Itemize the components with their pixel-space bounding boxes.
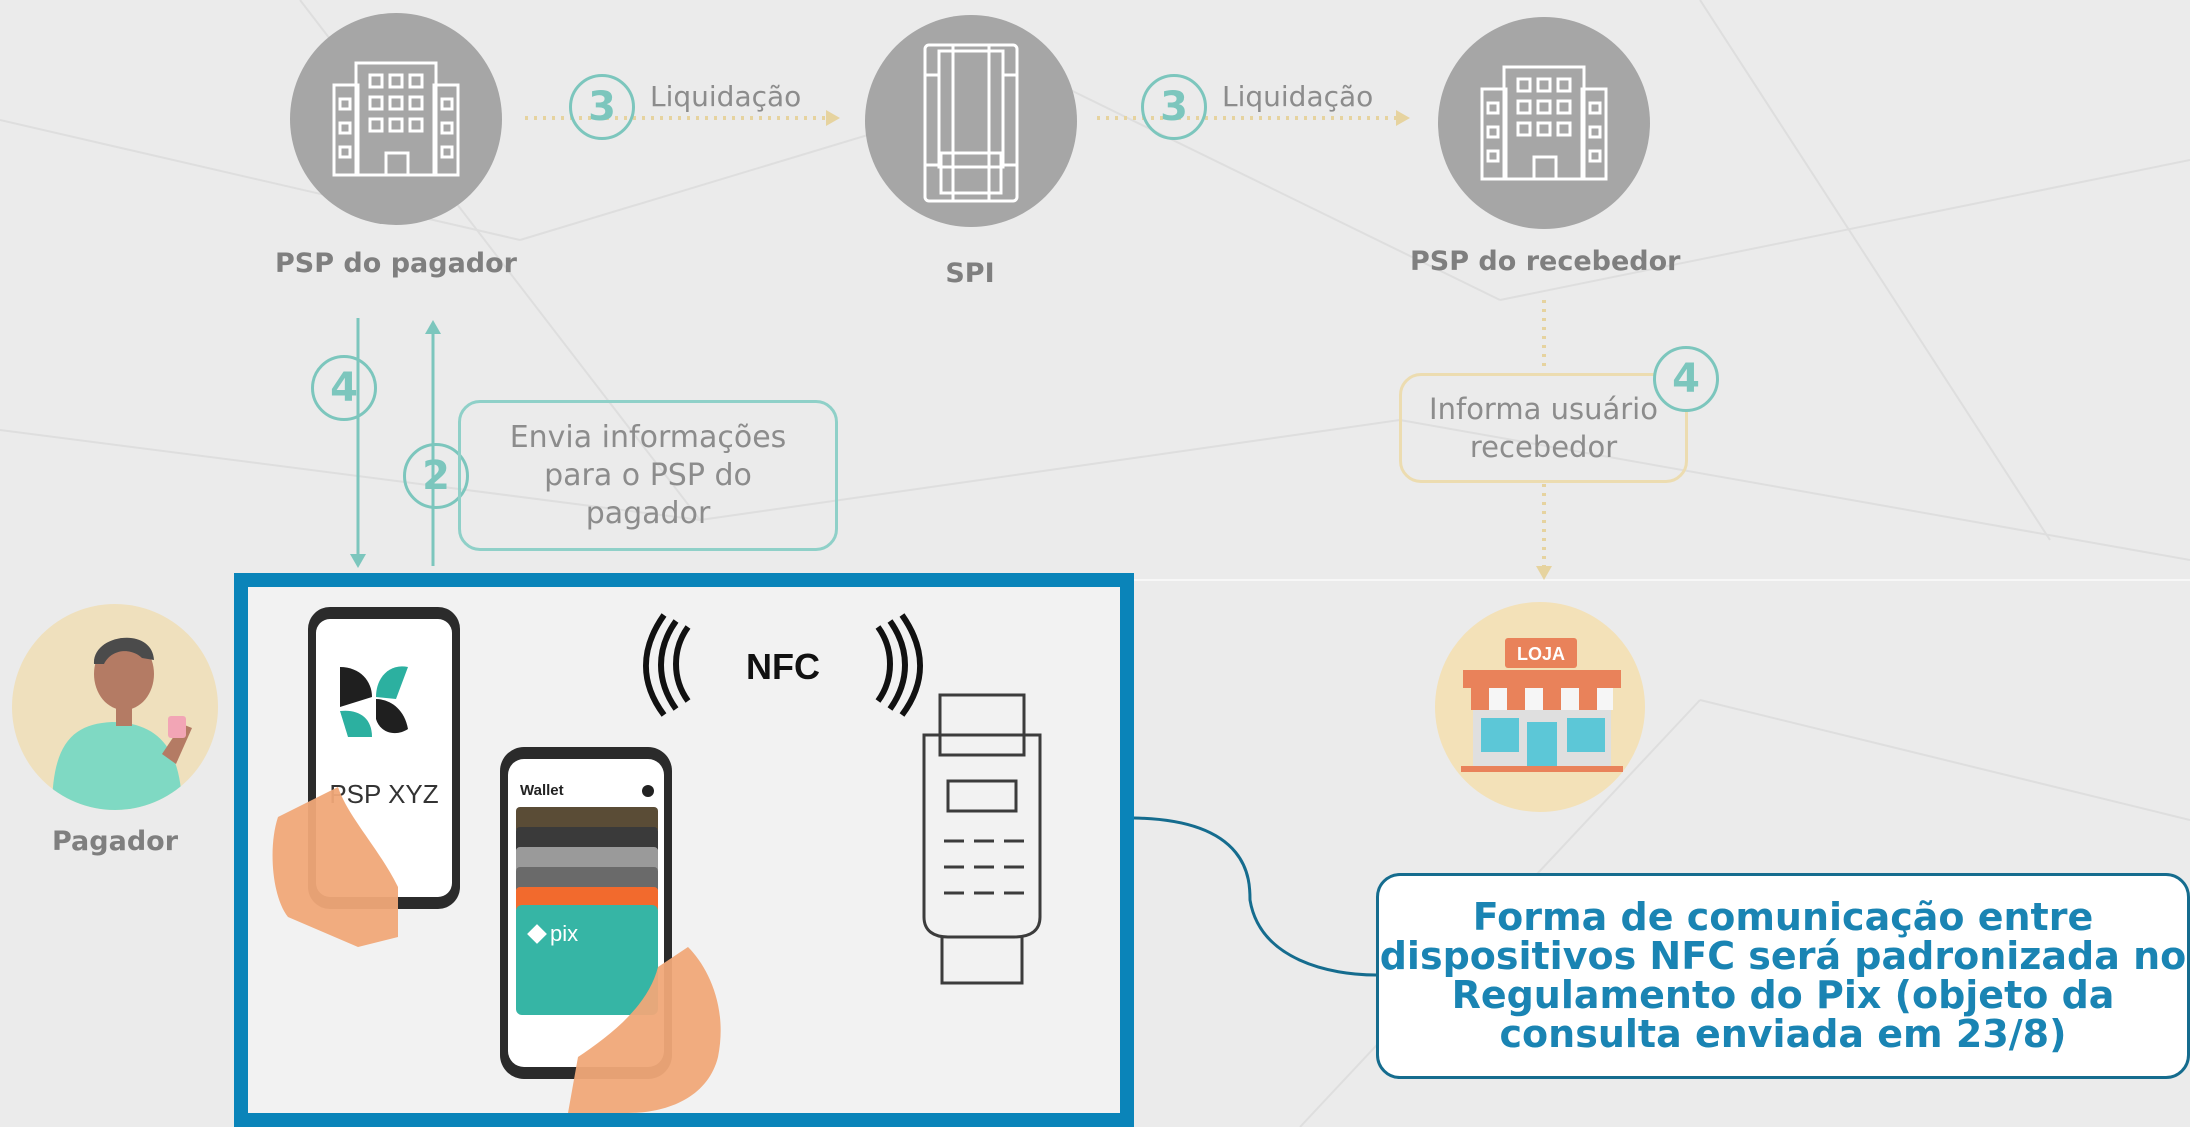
loja-sign-text: LOJA	[1517, 644, 1565, 664]
envia-line-3: pagador	[585, 495, 711, 531]
psp-pagador-label: PSP do pagador	[275, 248, 517, 279]
nfc-standard-callout: Forma de comunicação entre dispositivos …	[1376, 873, 2190, 1079]
step-3-badge: 3	[569, 74, 635, 140]
envia-line-2: para o PSP do	[544, 457, 752, 493]
loja-node: LOJA	[1435, 602, 1645, 812]
wallet-close-icon	[642, 785, 654, 797]
building-icon	[1480, 65, 1608, 181]
psp-recebedor-node	[1438, 17, 1650, 229]
callout-line-1: Forma de comunicação entre	[1472, 895, 2094, 939]
pagador-avatar	[12, 604, 218, 810]
step-4-badge-right: 4	[1653, 346, 1719, 412]
spi-label: SPI	[945, 258, 995, 289]
informa-line-1: Informa usuário	[1429, 392, 1658, 426]
nfc-label: NFC	[746, 646, 820, 687]
callout-line-4: consulta enviada em 23/8)	[1499, 1012, 2067, 1056]
psp-xyz-label: PSP XYZ	[329, 779, 438, 809]
hand-left	[272, 787, 398, 947]
envia-informacoes-box: Envia informações para o PSP do pagador	[458, 400, 838, 551]
step-3-badge-2: 3	[1141, 74, 1207, 140]
informa-usuario-box: Informa usuário recebedor	[1399, 373, 1688, 483]
spi-node	[865, 15, 1077, 227]
envia-line-1: Envia informações	[509, 419, 787, 455]
callout-connector	[1133, 816, 1377, 977]
step-2-badge: 2	[403, 443, 469, 509]
pos-terminal-icon	[922, 693, 1042, 985]
psp-recebedor-label: PSP do recebedor	[1410, 246, 1681, 277]
psp-pagador-node	[290, 13, 502, 225]
wallet-title: Wallet	[520, 782, 564, 799]
liquidacao-label-2: Liquidação	[1222, 80, 1374, 113]
step-4-badge-left: 4	[311, 355, 377, 421]
nfc-illustration-frame: PSP XYZ NFC Wallet pix	[234, 573, 1134, 1127]
callout-line-2: dispositivos NFC será padronizada no	[1379, 934, 2187, 978]
informa-line-2: recebedor	[1469, 430, 1618, 464]
pagador-label: Pagador	[51, 826, 179, 857]
nfc-payment-illustration: PSP XYZ NFC Wallet pix	[272, 607, 1042, 1113]
building-icon	[332, 61, 460, 177]
hand-right	[568, 947, 721, 1113]
callout-line-3: Regulamento do Pix (objeto da	[1451, 973, 2115, 1017]
psp-logo-icon	[340, 666, 408, 737]
store-icon: LOJA	[1461, 638, 1623, 772]
pix-label: pix	[550, 921, 578, 946]
nfc-icon: NFC	[643, 613, 923, 717]
person-illustration	[52, 637, 192, 810]
spi-device-icon	[923, 43, 1019, 203]
liquidacao-label-1: Liquidação	[650, 80, 802, 113]
